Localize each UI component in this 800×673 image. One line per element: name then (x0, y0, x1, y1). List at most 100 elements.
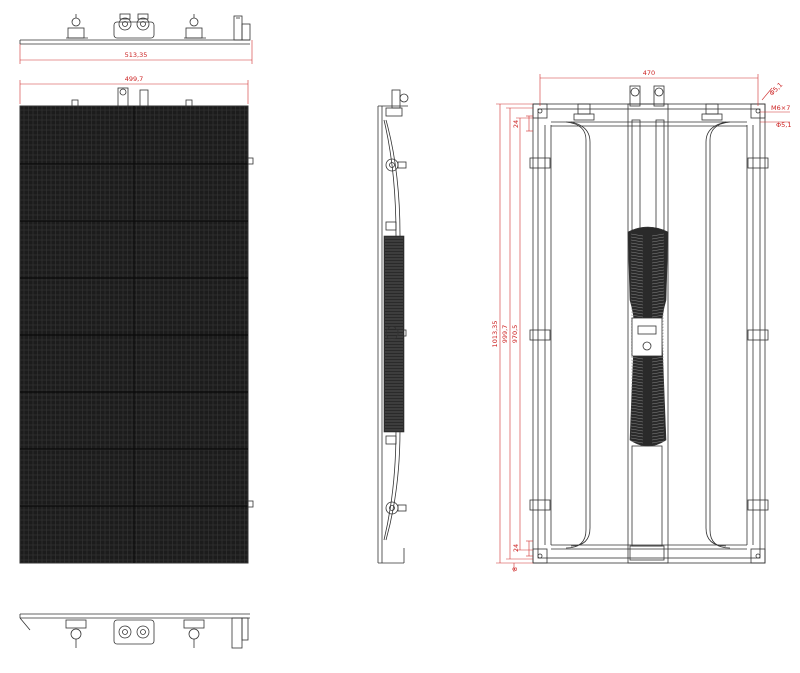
coil-line (630, 236, 644, 240)
coil-line (630, 272, 644, 276)
coil-line (630, 245, 644, 249)
coil-line (651, 395, 665, 399)
coil-line (630, 428, 644, 432)
coil-line (630, 311, 644, 315)
dim-height-2-label: 970,5 (511, 325, 519, 344)
coil-line (630, 296, 644, 300)
coil-line (630, 365, 644, 369)
coil-line (630, 266, 644, 270)
coil-line (651, 287, 665, 291)
coil-line (651, 392, 665, 396)
front-view: 499,7 (19, 75, 254, 564)
coil-line (630, 287, 644, 291)
coil-line (630, 380, 644, 384)
top-center-connector (113, 13, 155, 39)
coil-line (651, 257, 665, 261)
coil-line (630, 362, 644, 366)
coil-line (651, 362, 665, 366)
coil-line (630, 269, 644, 273)
coil-line (630, 374, 644, 378)
top-right-mount (184, 14, 206, 39)
coil-line (630, 275, 644, 279)
coil-line (651, 254, 665, 258)
bottom-center-connector (113, 619, 155, 645)
coil-line (651, 440, 665, 444)
coil-line (651, 278, 665, 282)
coil-line (630, 359, 644, 363)
coil-line (630, 368, 644, 372)
rear-view: 470 Φ5,1 M6×7 Φ5,1 1013,35 999,7 970,5 (491, 69, 791, 572)
coil-line (630, 389, 644, 393)
coil-line (651, 389, 665, 393)
coil-line (651, 266, 665, 270)
coil-line (651, 290, 665, 294)
coil-line (651, 359, 665, 363)
hole-spec-2-label: M6×7 (771, 104, 790, 112)
coil-line (651, 308, 665, 312)
coil-line (630, 290, 644, 294)
coil-line (651, 356, 665, 360)
coil-line (630, 260, 644, 264)
coil-line (651, 398, 665, 402)
coil-line (630, 305, 644, 309)
dim-height-1-label: 999,7 (501, 325, 509, 344)
coil-line (651, 272, 665, 276)
coil-line (651, 260, 665, 264)
coil-line (630, 416, 644, 420)
coil-line (630, 404, 644, 408)
coil-line (651, 251, 665, 255)
coil-line (630, 284, 644, 288)
coil-line (630, 278, 644, 282)
side-view (377, 89, 409, 564)
coil-line (651, 425, 665, 429)
coil-line (651, 374, 665, 378)
coil-line (651, 413, 665, 417)
coil-line (630, 308, 644, 312)
dim-bottom-offset-label: 24 (512, 544, 520, 552)
coil-line (651, 422, 665, 426)
coil-line (630, 299, 644, 303)
side-latch-mid (385, 326, 407, 340)
coil-line (651, 365, 665, 369)
coil-line (630, 314, 644, 318)
coil-line (630, 302, 644, 306)
coil-line (630, 377, 644, 381)
coil-line (651, 410, 665, 414)
coil-line (651, 419, 665, 423)
coil-line (651, 245, 665, 249)
coil-line (651, 404, 665, 408)
dim-bottom-small-label: 8 (511, 567, 519, 571)
coil-line (651, 263, 665, 267)
bottom-view (19, 613, 250, 649)
side-latch-top (385, 158, 407, 172)
hole-spec-3-label: Φ5,1 (776, 121, 791, 129)
coil-line (651, 296, 665, 300)
coil-line (651, 236, 665, 240)
coil-line (651, 416, 665, 420)
top-end-handle (233, 15, 251, 41)
coil-line (630, 257, 644, 261)
coil-line (630, 431, 644, 435)
coil-line (630, 233, 644, 237)
dim-rear-width: 470 (539, 69, 759, 106)
dim-height-total-label: 1013,35 (491, 321, 499, 348)
dim-top-width-label: 513,35 (125, 51, 148, 59)
coil-line (651, 248, 665, 252)
coil-line (630, 422, 644, 426)
dim-top-offset-label: 24 (512, 120, 520, 128)
coil-line (630, 281, 644, 285)
coil-line (651, 371, 665, 375)
coil-line (651, 305, 665, 309)
coil-line (651, 275, 665, 279)
coil-line (630, 440, 644, 444)
coil-line (651, 269, 665, 273)
coil-line (651, 380, 665, 384)
coil-line (651, 407, 665, 411)
coil-line (651, 284, 665, 288)
coil-line (651, 437, 665, 441)
side-latch-bottom (385, 501, 407, 515)
coil-line (630, 425, 644, 429)
led-panel-grid (20, 106, 248, 563)
coil-line (651, 281, 665, 285)
